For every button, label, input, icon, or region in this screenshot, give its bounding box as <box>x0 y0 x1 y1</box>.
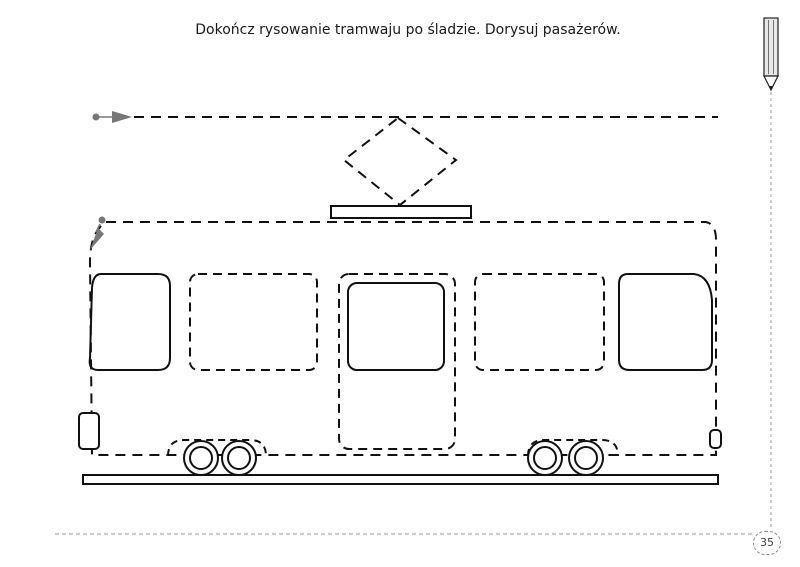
trace-line-top <box>92 111 718 123</box>
door <box>338 273 456 450</box>
headlight-left <box>78 412 100 450</box>
arrow-right-icon <box>112 111 132 123</box>
headlight-right <box>709 429 722 449</box>
tram-body <box>88 216 717 456</box>
pencil-icon <box>763 17 779 92</box>
window-right <box>474 273 605 371</box>
window-front-right <box>618 273 713 371</box>
instruction-text: Dokończ rysowanie tramwaju po śladzie. D… <box>195 22 621 38</box>
arrow-down-left-icon <box>90 228 104 250</box>
bogie-right <box>527 440 604 476</box>
page-number: 35 <box>753 531 781 555</box>
wheel-arch-left <box>167 439 267 457</box>
pantograph <box>330 116 472 219</box>
wheel-arch-right <box>527 439 619 457</box>
window-front-left <box>88 273 171 371</box>
window-left <box>189 273 318 371</box>
door-window <box>347 282 445 371</box>
bogie-left <box>183 440 257 476</box>
rail <box>82 474 719 485</box>
